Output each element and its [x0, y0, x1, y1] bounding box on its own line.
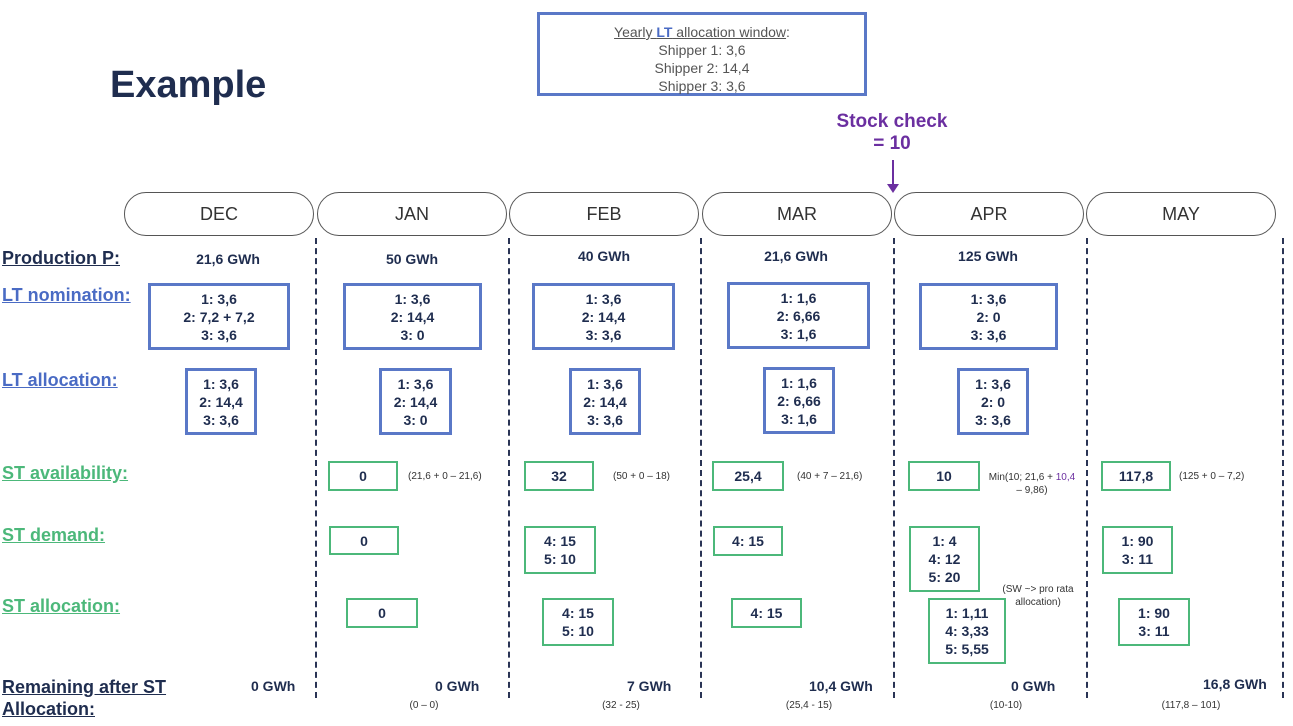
- remaining-calc-mar: (25,4 - 15): [785, 700, 833, 711]
- month-divider: [893, 238, 895, 698]
- st-demand-box-feb: 4: 15 5: 10: [524, 526, 596, 574]
- production-value-mar: 21,6 GWh: [764, 248, 828, 264]
- remaining-calc-jan: (0 – 0): [409, 700, 439, 711]
- row-label-remaining: Remaining after ST Allocation:: [2, 677, 167, 719]
- remaining-calc-apr: (10-10): [989, 700, 1023, 711]
- lt-allocation-box-mar: 1: 1,6 2: 6,66 3: 1,6: [763, 367, 835, 434]
- lt-nomination-box-dec: 1: 3,6 2: 7,2 + 7,2 3: 3,6: [148, 283, 290, 350]
- st-availability-calc-mar: (40 + 7 – 21,6): [797, 471, 863, 482]
- remaining-calc-feb: (32 - 25): [602, 700, 640, 711]
- st-allocation-box-apr: 1: 1,11 4: 3,33 5: 5,55: [928, 598, 1006, 664]
- lt-allocation-window-box: Yearly LT allocation window: Shipper 1: …: [537, 12, 867, 96]
- st-allocation-box-may: 1: 90 3: 11: [1118, 598, 1190, 646]
- lt-allocation-box-apr: 1: 3,6 2: 0 3: 3,6: [957, 368, 1029, 435]
- st-availability-box-apr: 10: [908, 461, 980, 491]
- st-availability-calc-jan: (21,6 + 0 – 21,6): [408, 471, 482, 482]
- remaining-calc-may: (117,8 – 101): [1161, 700, 1221, 711]
- st-allocation-box-mar: 4: 15: [731, 598, 802, 628]
- st-demand-box-may: 1: 90 3: 11: [1102, 526, 1173, 574]
- st-demand-box-apr: 1: 4 4: 12 5: 20: [909, 526, 980, 592]
- month-header-jan: JAN: [317, 192, 507, 236]
- lt-allocation-box-jan: 1: 3,6 2: 14,4 3: 0: [379, 368, 452, 435]
- production-value-feb: 40 GWh: [577, 248, 631, 264]
- window-line: Shipper 3: 3,6: [658, 78, 746, 94]
- st-availability-box-feb: 32: [524, 461, 594, 491]
- lt-nomination-box-apr: 1: 3,6 2: 0 3: 3,6: [919, 283, 1058, 350]
- month-divider: [315, 238, 317, 698]
- lt-nomination-box-jan: 1: 3,6 2: 14,4 3: 0: [343, 283, 482, 350]
- month-header-dec: DEC: [124, 192, 314, 236]
- st-availability-calc-apr: Min(10; 21,6 + 10,4– 9,86): [988, 472, 1076, 496]
- page-title: Example: [110, 64, 267, 106]
- row-label-lt-nomination: LT nomination:: [2, 285, 131, 305]
- stock-check-arrow: [892, 160, 894, 186]
- month-header-may: MAY: [1086, 192, 1276, 236]
- remaining-value-dec: 0 GWh: [251, 678, 296, 694]
- st-demand-box-mar: 4: 15: [713, 526, 783, 556]
- window-line: Shipper 2: 14,4: [654, 60, 750, 76]
- remaining-value-feb: 7 GWh: [627, 678, 672, 694]
- st-availability-box-mar: 25,4: [712, 461, 784, 491]
- row-label-lt-allocation: LT allocation:: [2, 370, 118, 390]
- st-availability-box-jan: 0: [328, 461, 398, 491]
- month-header-apr: APR: [894, 192, 1084, 236]
- row-label-st-demand: ST demand:: [2, 525, 106, 545]
- st-availability-calc-may: (125 + 0 – 7,2): [1179, 471, 1245, 482]
- month-divider: [1086, 238, 1088, 698]
- st-allocation-pro-rata-note: (SW ~> pro rata allocation): [1002, 584, 1074, 608]
- month-divider: [1282, 238, 1284, 698]
- row-label-st-availability: ST availability:: [2, 463, 129, 483]
- remaining-value-mar: 10,4 GWh: [809, 678, 873, 694]
- month-divider: [508, 238, 510, 698]
- remaining-value-apr: 0 GWh: [1011, 678, 1056, 694]
- month-header-feb: FEB: [509, 192, 699, 236]
- remaining-value-may: 16,8 GWh: [1203, 676, 1267, 692]
- month-header-mar: MAR: [702, 192, 892, 236]
- row-label-production: Production P:: [2, 248, 120, 268]
- month-divider: [700, 238, 702, 698]
- lt-allocation-box-feb: 1: 3,6 2: 14,4 3: 3,6: [569, 368, 641, 435]
- remaining-value-jan: 0 GWh: [435, 678, 480, 694]
- lt-nomination-box-mar: 1: 1,6 2: 6,66 3: 1,6: [727, 282, 870, 349]
- row-label-st-allocation: ST allocation:: [2, 596, 121, 616]
- st-demand-box-jan: 0: [329, 526, 399, 555]
- st-availability-calc-feb: (50 + 0 – 18): [613, 471, 670, 482]
- production-value-jan: 50 GWh: [385, 251, 439, 267]
- lt-allocation-box-dec: 1: 3,6 2: 14,4 3: 3,6: [185, 368, 257, 435]
- st-allocation-box-feb: 4: 15 5: 10: [542, 598, 614, 646]
- stock-check-arrowhead: [887, 184, 899, 193]
- st-allocation-box-jan: 0: [346, 598, 418, 628]
- production-value-apr: 125 GWh: [958, 248, 1018, 264]
- stock-check-label: Stock check = 10: [836, 111, 948, 154]
- window-line: Shipper 1: 3,6: [658, 42, 746, 58]
- st-availability-box-may: 117,8: [1101, 461, 1171, 491]
- window-heading: Yearly LT allocation window:: [614, 24, 790, 40]
- lt-nomination-box-feb: 1: 3,6 2: 14,4 3: 3,6: [532, 283, 675, 350]
- production-value-dec: 21,6 GWh: [196, 251, 260, 267]
